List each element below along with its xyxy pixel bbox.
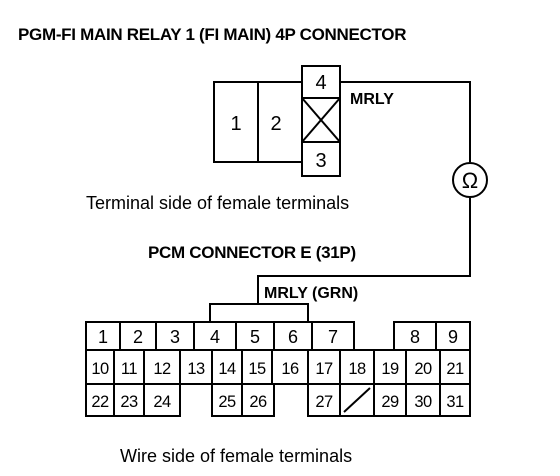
pcm-cell-27 [307, 383, 341, 417]
svg-text:Ω: Ω [462, 168, 478, 193]
pcm-pin-label: 10 [91, 360, 109, 378]
relay-pin-3 [301, 141, 341, 177]
pcm-pin-label: 5 [250, 327, 260, 347]
pcm-cell-31 [439, 383, 471, 417]
pcm-pin-label: 26 [249, 393, 267, 411]
pcm-pin-label: 7 [328, 327, 338, 347]
pcm-cell-26 [241, 383, 275, 417]
pcm-pin-label: 17 [315, 360, 333, 378]
relay-pin-1-label: 1 [230, 113, 241, 135]
pcm-pin-label: 31 [446, 393, 464, 411]
pcm-pin-label: 15 [248, 360, 266, 378]
pcm-cell-22 [85, 383, 115, 417]
pcm-cell-24 [143, 383, 181, 417]
relay-pin-3-label: 3 [315, 150, 326, 172]
pcm-pin-label: 23 [120, 393, 138, 411]
test-lead-lower [257, 198, 471, 304]
pcm-connector-title: PCM CONNECTOR E (31P) [148, 243, 356, 262]
pcm-pin-label: 4 [210, 327, 220, 347]
ohmmeter-icon: Ω [452, 162, 488, 198]
pcm-cell-29 [373, 383, 407, 417]
test-lead-upper [340, 81, 471, 162]
pcm-connector: 1 2 3 4 5 6 7 8 9 10 11 12 13 14 15 16 1… [85, 321, 471, 417]
pcm-pin-label: 9 [448, 327, 458, 347]
pcm-pin-label: 20 [414, 360, 432, 378]
pcm-cell-5 [235, 321, 275, 351]
pcm-pin-label: 24 [153, 393, 171, 411]
pcm-lock-tab [209, 303, 309, 322]
pcm-pin-label: 19 [381, 360, 399, 378]
relay-connector: 1 2 4 3 [213, 65, 341, 177]
relay-caption: Terminal side of female terminals [86, 193, 349, 213]
pcm-cell-21 [439, 349, 471, 385]
relay-pin-4 [301, 65, 341, 99]
pcm-caption: Wire side of female terminals [120, 446, 352, 466]
pcm-pin-label: 27 [315, 393, 333, 411]
relay-pin-4-label: 4 [315, 72, 326, 94]
pcm-pin-label: 29 [381, 393, 399, 411]
pcm-pin-label: 25 [218, 393, 236, 411]
pcm-pin-label: 30 [414, 393, 432, 411]
pcm-pin-label: 1 [98, 327, 108, 347]
pcm-cell-28-slash [343, 387, 371, 413]
pcm-cell-30 [405, 383, 441, 417]
relay-connector-title: PGM-FI MAIN RELAY 1 (FI MAIN) 4P CONNECT… [18, 25, 406, 44]
relay-pin-2-label: 2 [270, 113, 281, 135]
pcm-pin-label: 6 [288, 327, 298, 347]
pcm-cell-16 [271, 349, 309, 385]
pcm-pin-label: 18 [348, 360, 366, 378]
pcm-cell-7 [311, 321, 355, 351]
pcm-pin-label: 13 [187, 360, 205, 378]
pcm-pin-label: 14 [218, 360, 236, 378]
pcm-cell-8 [393, 321, 437, 351]
pcm-cell-13 [179, 349, 213, 385]
pcm-pin-label: 12 [153, 360, 171, 378]
pcm-wire-label: MRLY (GRN) [264, 285, 358, 302]
pcm-pin-label: 11 [121, 360, 137, 378]
pcm-pin-label: 22 [91, 393, 109, 411]
pcm-cell-15 [241, 349, 273, 385]
pcm-pin-label: 3 [170, 327, 180, 347]
pcm-pin-label: 8 [410, 327, 420, 347]
relay-wire-label: MRLY [350, 91, 394, 108]
pcm-pin-label: 16 [281, 360, 299, 378]
pcm-pin-label: 21 [446, 360, 464, 378]
pcm-pin-label: 2 [133, 327, 143, 347]
